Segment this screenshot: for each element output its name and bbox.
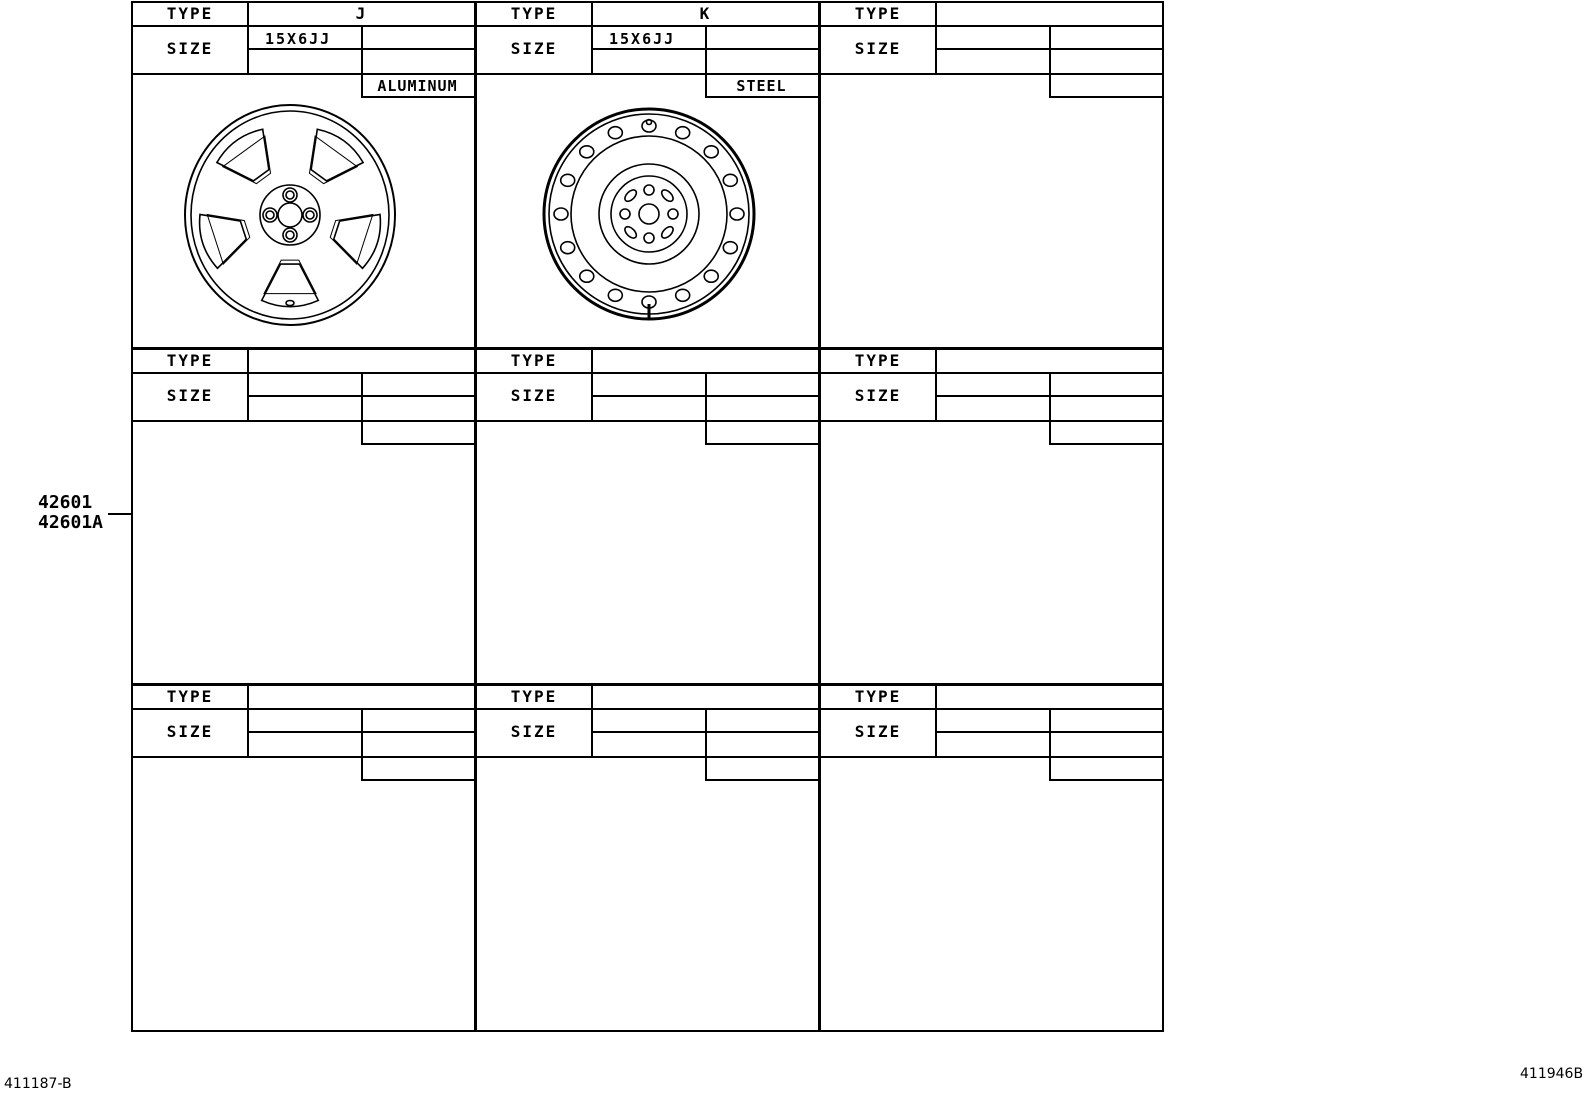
part-number-1: 42601 [38,492,93,513]
aluminum-wheel-icon [184,104,396,326]
material-box-bottom [361,96,474,98]
label-column-divider [935,3,937,75]
size-label: SIZE [854,386,902,405]
size-row-divider [477,420,818,422]
wheel-cell: TYPE SIZE [131,684,476,1032]
material-value: STEEL [736,77,787,95]
size-label: SIZE [510,39,558,58]
label-column-divider [935,686,937,758]
size-mid-divider [935,48,1162,50]
size-label: SIZE [854,722,902,741]
steel-wheel-icon [542,107,756,321]
size-subcolumn-divider [361,708,363,780]
size-label: SIZE [510,722,558,741]
size-subcolumn-divider [1049,372,1051,444]
wheel-cell: TYPE SIZE [475,684,820,1032]
size-label: SIZE [166,39,214,58]
type-row-divider [477,372,818,374]
size-mid-divider [591,395,818,397]
label-column-divider [591,3,593,75]
part-number-2: 42601A [38,512,104,533]
size-subcolumn-divider [1049,25,1051,97]
size-label: SIZE [510,386,558,405]
footer-right-code: 411946B [1520,1066,1584,1082]
size-subcolumn-divider [1049,708,1051,780]
label-column-divider [247,350,249,422]
size-mid-divider [247,48,474,50]
size-row-divider [133,756,474,758]
type-row-divider [133,708,474,710]
type-row-divider [133,372,474,374]
size-row-divider [821,73,1162,75]
type-row-divider [477,25,818,27]
size-row-divider [821,420,1162,422]
wheel-cell: TYPE SIZE K 15X6JJ STEEL [475,1,820,349]
material-value: ALUMINUM [377,77,458,95]
type-row-divider [821,708,1162,710]
size-row-divider [133,73,474,75]
size-row-divider [477,73,818,75]
material-box-bottom [705,779,818,781]
size-mid-divider [247,731,474,733]
type-label: TYPE [854,687,902,706]
wheel-cell: TYPE SIZE [819,1,1164,349]
material-box-bottom [1049,96,1162,98]
type-label: TYPE [166,351,214,370]
type-label: TYPE [166,4,214,23]
size-label: SIZE [854,39,902,58]
type-row-divider [821,372,1162,374]
material-box-bottom [361,443,474,445]
label-column-divider [247,3,249,75]
callout-leader-line [108,513,132,515]
label-column-divider [247,686,249,758]
size-subcolumn-divider [705,372,707,444]
footer-left-code: 411187-B [4,1076,72,1092]
size-label: SIZE [166,386,214,405]
size-mid-divider [247,395,474,397]
type-label: TYPE [510,351,558,370]
wheel-cell: TYPE SIZE [131,348,476,685]
wheel-cell: TYPE SIZE [475,348,820,685]
type-label: TYPE [166,687,214,706]
type-label: TYPE [510,687,558,706]
label-column-divider [591,686,593,758]
wheel-cell: TYPE SIZE J 15X6JJ ALUMINUM [131,1,476,349]
size-value: 15X6JJ [609,30,676,48]
wheel-cell: TYPE SIZE [819,684,1164,1032]
type-row-divider [133,25,474,27]
size-subcolumn-divider [705,25,707,97]
size-subcolumn-divider [705,708,707,780]
label-column-divider [591,350,593,422]
label-column-divider [935,350,937,422]
type-value: J [355,4,368,23]
size-label: SIZE [166,722,214,741]
size-value: 15X6JJ [265,30,332,48]
size-row-divider [821,756,1162,758]
type-row-divider [821,25,1162,27]
material-box-bottom [361,779,474,781]
material-box-bottom [1049,443,1162,445]
size-subcolumn-divider [361,25,363,97]
size-row-divider [477,756,818,758]
size-row-divider [133,420,474,422]
type-row-divider [477,708,818,710]
size-mid-divider [591,48,818,50]
size-mid-divider [591,731,818,733]
type-label: TYPE [854,4,902,23]
size-mid-divider [935,395,1162,397]
size-subcolumn-divider [361,372,363,444]
material-box-bottom [705,443,818,445]
material-box-bottom [705,96,818,98]
type-label: TYPE [510,4,558,23]
material-box-bottom [1049,779,1162,781]
wheel-cell: TYPE SIZE [819,348,1164,685]
type-value: K [699,4,712,23]
type-label: TYPE [854,351,902,370]
size-mid-divider [935,731,1162,733]
